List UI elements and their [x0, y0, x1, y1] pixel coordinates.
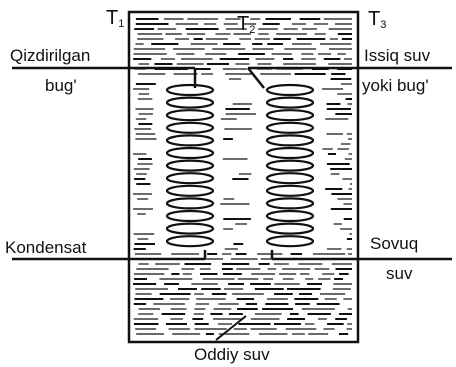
t1-letter: T [106, 7, 119, 29]
coil-turn [165, 146, 215, 160]
coil-turn [165, 96, 215, 109]
coil-turn [265, 109, 315, 122]
coil-turn [165, 159, 215, 172]
tank-outline [127, 10, 360, 344]
t3-letter: T [368, 8, 381, 30]
hot-water-label-line2: yoki bug' [362, 76, 429, 95]
heated-steam-label-line2: bug' [45, 76, 77, 95]
cold-water-label: Sovuq [370, 234, 419, 253]
coil-turn [265, 172, 315, 185]
coil-turn [165, 197, 215, 210]
coil-turn [265, 209, 315, 223]
hot-water-label: Issiq suv [364, 46, 431, 65]
coil-turn [265, 222, 315, 235]
coil-turn [265, 197, 315, 210]
coil-turn [165, 172, 215, 185]
liquid-hatching [133, 18, 352, 335]
t2-label: T2 [237, 14, 255, 40]
t2-letter: T [237, 13, 250, 35]
condensate-label: Kondensat [5, 238, 87, 257]
coil-turn [265, 83, 315, 97]
t1-label: T1 [106, 8, 124, 34]
coil-turn [165, 83, 215, 97]
coil-turn [265, 96, 315, 109]
coil-turn [265, 184, 315, 197]
cold-water-label-line2: suv [386, 264, 413, 283]
t2-index: 2 [249, 24, 256, 36]
coil-turn [165, 134, 215, 147]
right-heating-coil [265, 83, 315, 248]
coil-turn [165, 235, 215, 248]
t3-index: 3 [380, 19, 387, 31]
coil-turn [265, 146, 315, 160]
coil-turn [165, 121, 215, 134]
coil-turn [265, 159, 315, 172]
coil-turn [265, 134, 315, 147]
coil-turn [165, 109, 215, 122]
right-coil-inlet [247, 67, 265, 89]
left-heating-coil [165, 83, 215, 248]
plain-water-leader [215, 315, 247, 341]
coil-turn [265, 235, 315, 248]
coil-turn [165, 209, 215, 223]
heated-steam-label: Qizdirilgan [10, 46, 91, 65]
coil-turn [165, 222, 215, 235]
t3-label: T3 [368, 9, 386, 35]
coil-turn [265, 121, 315, 134]
plain-water-label: Oddiy suv [194, 345, 270, 364]
t1-index: 1 [118, 18, 125, 30]
coil-turn [165, 184, 215, 197]
